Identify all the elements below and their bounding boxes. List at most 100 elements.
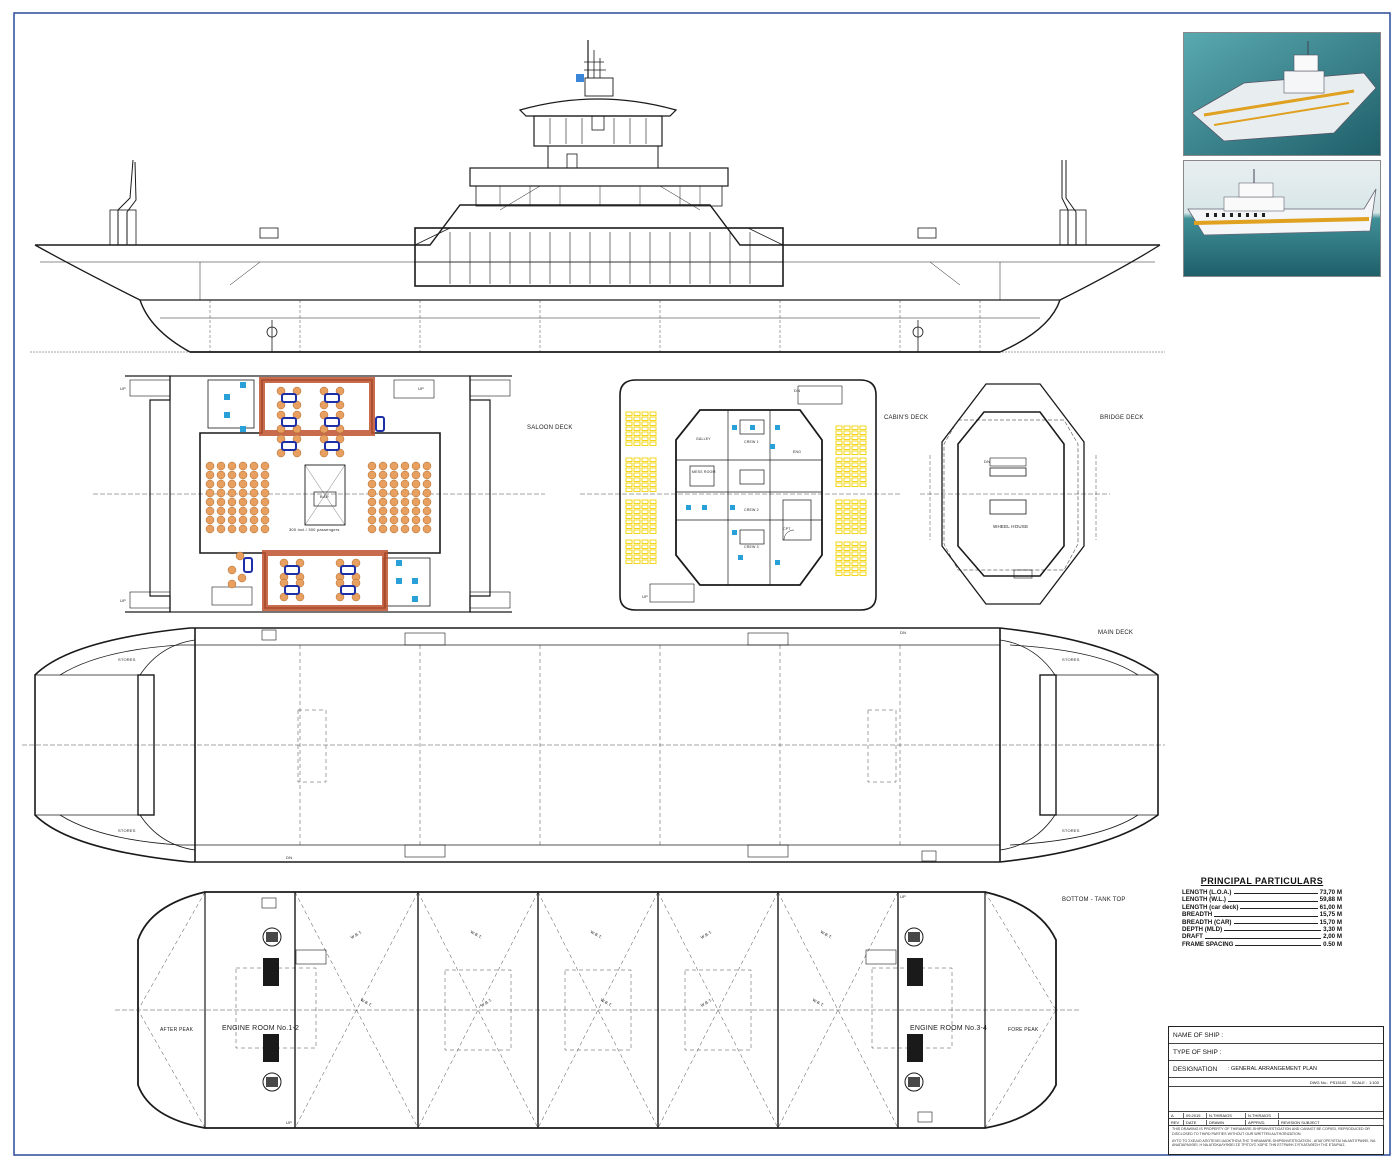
label-fore-peak: FORE PEAK xyxy=(1008,1027,1039,1033)
saloon-seat xyxy=(249,470,259,480)
cabin-seat xyxy=(625,539,633,544)
label-up-4: UP xyxy=(642,594,648,599)
saloon-chair xyxy=(235,551,245,561)
saloon-seat xyxy=(238,470,248,480)
label-bridge-deck: BRIDGE DECK xyxy=(1100,415,1144,421)
cabin-seat xyxy=(641,554,649,559)
label-dn-3: DN xyxy=(286,855,293,860)
cabin-seat xyxy=(649,477,657,482)
saloon-seat xyxy=(411,470,421,480)
cabin-seat xyxy=(641,411,649,416)
cabin-seat xyxy=(843,477,851,482)
saloon-seat xyxy=(367,506,377,516)
cabin-seat xyxy=(625,554,633,559)
saloon-chair xyxy=(279,558,289,568)
cabin-seat xyxy=(649,416,657,421)
cabin-seat xyxy=(633,482,641,487)
cabin-seat xyxy=(649,431,657,436)
saloon-seat xyxy=(367,470,377,480)
saloon-seats-left xyxy=(205,461,270,534)
cabin-seat xyxy=(649,421,657,426)
cabin-seat xyxy=(851,509,859,514)
cabin-seat xyxy=(859,450,867,455)
saloon-chair xyxy=(319,424,329,434)
cabins-deck-seats xyxy=(625,411,867,576)
cabin-seat xyxy=(859,440,867,445)
particular-value: 0.50 M xyxy=(1323,940,1342,948)
cabin-seat xyxy=(625,514,633,519)
cabin-seat xyxy=(859,566,867,571)
cabin-seat xyxy=(859,529,867,534)
saloon-seat xyxy=(422,506,432,516)
saloon-seat xyxy=(227,479,237,489)
label-stores-4: STORES xyxy=(1062,828,1080,833)
saloon-seat xyxy=(389,497,399,507)
cabin-seat xyxy=(641,482,649,487)
cabin-seat xyxy=(843,529,851,534)
saloon-chair xyxy=(335,410,345,420)
cabin-seat xyxy=(843,430,851,435)
saloon-seat xyxy=(205,497,215,507)
label-cpt: CPT xyxy=(783,527,791,531)
particular-leader xyxy=(1240,904,1318,910)
cabin-seat xyxy=(633,457,641,462)
saloon-seat xyxy=(422,461,432,471)
saloon-chair xyxy=(351,578,361,588)
saloon-chair xyxy=(292,410,302,420)
bridge-deck-plan xyxy=(920,383,1110,605)
render-top-view-image xyxy=(1183,32,1381,156)
tb-header-cell: REV xyxy=(1169,1119,1184,1125)
cabin-seat xyxy=(625,421,633,426)
saloon-seat xyxy=(238,479,248,489)
tb-scale: 1:100 xyxy=(1368,1079,1379,1085)
cabin-seat xyxy=(843,425,851,430)
cabin-seat xyxy=(625,529,633,534)
cabin-seat xyxy=(843,551,851,556)
cabin-seat xyxy=(835,556,843,561)
saloon-seat xyxy=(389,506,399,516)
cabin-seat xyxy=(843,541,851,546)
saloon-seat xyxy=(367,497,377,507)
saloon-seat xyxy=(216,488,226,498)
cabin-seat xyxy=(835,541,843,546)
cabin-seat xyxy=(633,436,641,441)
saloon-seat xyxy=(216,479,226,489)
saloon-seat xyxy=(422,488,432,498)
saloon-seat xyxy=(238,488,248,498)
cabin-seat xyxy=(649,472,657,477)
cabin-seat xyxy=(835,472,843,477)
cabin-seat xyxy=(851,467,859,472)
tb-drawn: N.THIRAIOS xyxy=(1207,1112,1246,1118)
label-stores-2: STORES xyxy=(118,828,136,833)
tb-rev-a: A xyxy=(1169,1112,1184,1118)
cabin-seat xyxy=(859,504,867,509)
saloon-chair xyxy=(351,592,361,602)
cabin-seat xyxy=(633,441,641,446)
label-bar: BAR xyxy=(320,494,329,499)
label-stores-1: STORES xyxy=(118,657,136,662)
cabin-seat xyxy=(633,416,641,421)
saloon-chair xyxy=(292,424,302,434)
cabin-seat xyxy=(859,571,867,576)
saloon-seat xyxy=(411,524,421,534)
cabin-seat xyxy=(641,421,649,426)
saloon-seat xyxy=(400,470,410,480)
cabin-seat xyxy=(851,450,859,455)
saloon-seat xyxy=(238,461,248,471)
saloon-seat xyxy=(238,506,248,516)
saloon-seat xyxy=(411,479,421,489)
cabin-seat xyxy=(641,441,649,446)
cabin-seat xyxy=(625,441,633,446)
tb-dwg-no-label: DWG No.: xyxy=(1309,1079,1329,1085)
cabin-seat xyxy=(649,519,657,524)
saloon-seat xyxy=(389,461,399,471)
label-crew-3: CREW 3 xyxy=(744,545,759,549)
cabin-seat xyxy=(843,472,851,477)
cabin-seat xyxy=(633,529,641,534)
cabin-seat xyxy=(835,482,843,487)
saloon-chair xyxy=(335,434,345,444)
cabin-seat xyxy=(835,519,843,524)
cabin-seat xyxy=(625,487,633,492)
saloon-chair xyxy=(237,573,247,583)
label-dn-4: DN xyxy=(984,459,991,464)
